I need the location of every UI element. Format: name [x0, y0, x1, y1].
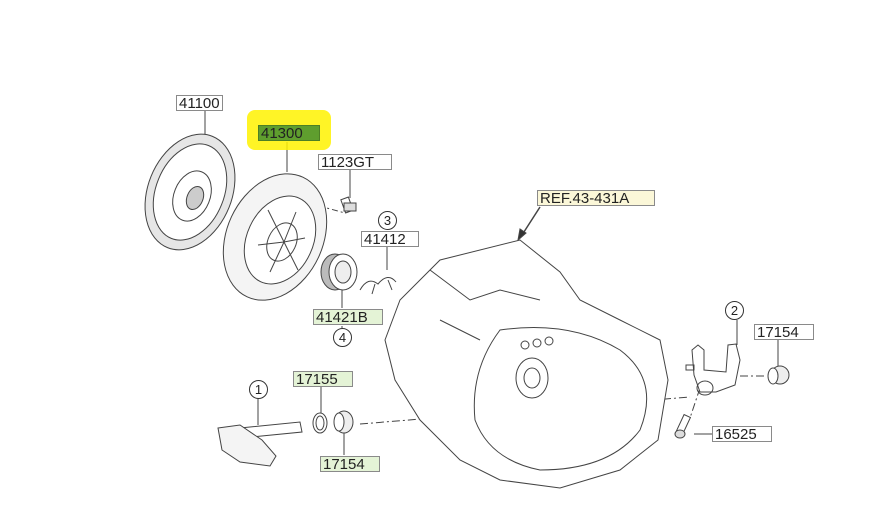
clip-41412[interactable]: [359, 277, 397, 295]
part-label-17154-right[interactable]: 17154: [754, 324, 814, 341]
callout-4: 4: [333, 328, 352, 347]
seal-17155[interactable]: [312, 412, 328, 434]
bolt-1123gt[interactable]: [340, 196, 357, 214]
release-fork-shaft[interactable]: [217, 421, 303, 467]
bolt-16525[interactable]: [674, 413, 692, 439]
clutch-disc-41100[interactable]: [129, 121, 252, 264]
shift-fork[interactable]: [685, 343, 741, 396]
part-label-41412[interactable]: 41412: [361, 231, 419, 248]
part-label-41300[interactable]: 41300: [258, 125, 320, 142]
part-label-1123gt[interactable]: 1123GT: [318, 154, 392, 171]
part-label-16525[interactable]: 16525: [712, 426, 772, 443]
bushing-17154-bottom[interactable]: [333, 410, 354, 434]
part-label-41100[interactable]: 41100: [176, 95, 223, 112]
part-label-17154-bottom[interactable]: 17154: [320, 456, 380, 473]
ref-label[interactable]: REF.43-431A: [537, 190, 655, 207]
part-label-41421b[interactable]: 41421B: [313, 309, 383, 326]
part-label-17155[interactable]: 17155: [293, 371, 353, 388]
callout-3: 3: [378, 211, 397, 230]
release-bearing-41421b[interactable]: [320, 253, 358, 291]
callout-1: 1: [249, 380, 268, 399]
transaxle-housing: [384, 239, 669, 489]
pressure-plate-41300[interactable]: [204, 157, 347, 317]
callout-2: 2: [725, 301, 744, 320]
bushing-17154-right[interactable]: [767, 365, 790, 385]
